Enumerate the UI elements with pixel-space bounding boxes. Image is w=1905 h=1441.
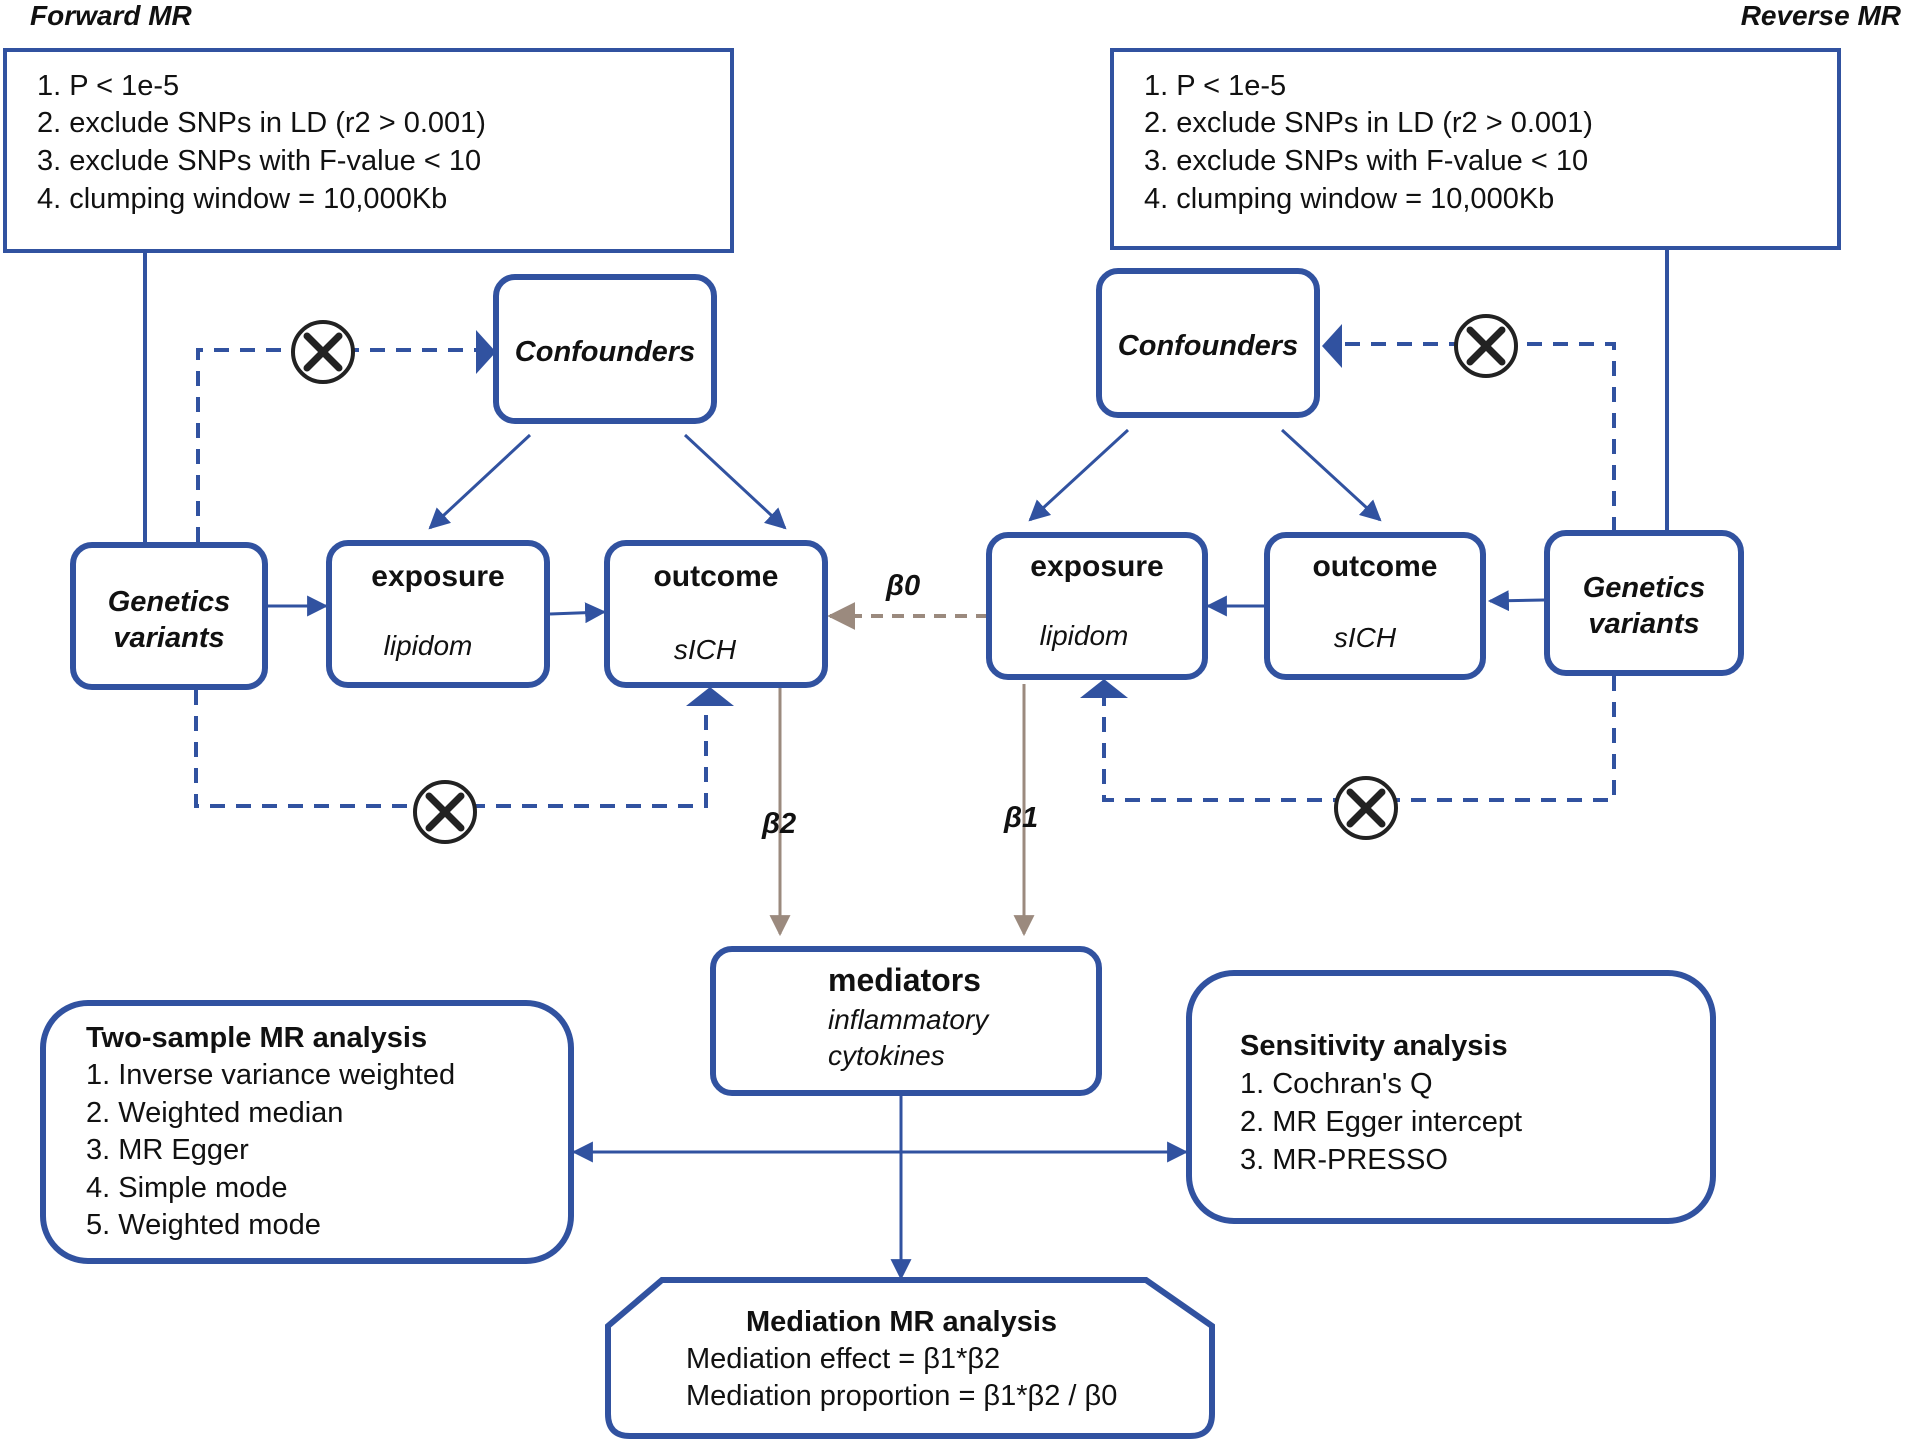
arrow-confounders-to-exposure-rev — [1028, 428, 1130, 522]
dashed-genetics-to-confounders-fwd — [196, 348, 490, 542]
arrow-genetics-to-outcome-rev — [1487, 590, 1545, 612]
mediation-mr-box: Mediation MR analysis Mediation effect =… — [608, 1280, 1212, 1436]
criteria-item: 4. clumping window = 10,000Kb — [1144, 183, 1555, 215]
mediators-node: mediators inflammatory cytokines — [710, 946, 1102, 1096]
outcome-node-reverse: outcome sICH — [1264, 532, 1486, 680]
arrow-confounders-to-exposure-fwd — [428, 433, 532, 530]
criteria-item: 3. exclude SNPs with F-value < 10 — [37, 145, 482, 177]
exposure-title: exposure — [371, 560, 505, 593]
two-sample-mr-box: Two-sample MR analysis 1. Inverse varian… — [40, 1000, 574, 1264]
mediation-item: Mediation proportion = β1*β2 / β0 — [686, 1380, 1118, 1412]
sensitivity-title: Sensitivity analysis — [1240, 1030, 1508, 1062]
outcome-sub: sICH — [1333, 622, 1397, 653]
blocked-path-icon — [291, 320, 355, 384]
confounders-node-reverse: Confounders — [1096, 268, 1320, 418]
mediators-title: mediators — [828, 962, 981, 998]
genetics-label-line2: variants — [1588, 608, 1700, 640]
arrowhead-exposure-rev — [1080, 679, 1128, 698]
genetics-label-line1: Genetics — [107, 586, 231, 618]
criteria-item: 2. exclude SNPs in LD (r2 > 0.001) — [1144, 107, 1593, 139]
mediation-box-shape — [605, 1277, 1215, 1439]
confounders-node-forward: Confounders — [493, 274, 717, 424]
exposure-node-forward: exposure lipidom — [326, 540, 550, 688]
dashed-genetics-to-confounders-rev — [1330, 342, 1616, 532]
genetics-label-line1: Genetics — [1582, 572, 1706, 604]
blocked-path-icon — [413, 780, 477, 844]
sensitivity-analysis-box: Sensitivity analysis 1. Cochran's Q 2. M… — [1186, 970, 1716, 1224]
genetics-label-line2: variants — [113, 622, 225, 654]
beta1-label: β1 — [1004, 802, 1039, 834]
exposure-sub: lipidom — [1039, 620, 1129, 651]
sensitivity-item: 2. MR Egger intercept — [1240, 1106, 1523, 1138]
outcome-sub: sICH — [673, 634, 737, 665]
arrowhead-confounders-fwd — [476, 330, 496, 374]
mediators-sub2: cytokines — [828, 1040, 945, 1071]
forward-mr-header: Forward MR — [30, 0, 192, 31]
arrow-confounders-to-outcome-fwd — [683, 433, 787, 530]
confounders-label: Confounders — [514, 336, 696, 368]
two-sample-title: Two-sample MR analysis — [86, 1022, 428, 1054]
mediators-sub1: inflammatory — [828, 1004, 989, 1035]
sensitivity-item: 1. Cochran's Q — [1240, 1068, 1433, 1100]
exposure-title: exposure — [1030, 550, 1164, 583]
arrowhead-confounders-rev — [1322, 324, 1342, 368]
criteria-item: 4. clumping window = 10,000Kb — [37, 183, 448, 215]
exposure-node-reverse: exposure lipidom — [986, 532, 1208, 680]
blocked-path-icon — [1334, 776, 1398, 840]
reverse-criteria-box: 1. P < 1e-5 2. exclude SNPs in LD (r2 > … — [1110, 48, 1841, 250]
criteria-item: 1. P < 1e-5 — [1144, 70, 1287, 102]
criteria-item: 3. exclude SNPs with F-value < 10 — [1144, 145, 1589, 177]
outcome-node-forward: outcome sICH — [604, 540, 828, 688]
two-sample-item: 1. Inverse variance weighted — [86, 1059, 456, 1091]
two-sample-item: 4. Simple mode — [86, 1172, 288, 1204]
mediation-item: Mediation effect = β1*β2 — [686, 1343, 1001, 1375]
outcome-title: outcome — [1312, 550, 1438, 583]
criteria-item: 1. P < 1e-5 — [37, 70, 180, 102]
reverse-mr-header: Reverse MR — [1740, 0, 1901, 31]
arrowhead-outcome-fwd — [686, 687, 734, 706]
confounders-label: Confounders — [1117, 330, 1299, 362]
two-sample-item: 3. MR Egger — [86, 1134, 249, 1166]
beta0-label: β0 — [886, 570, 921, 602]
forward-criteria-box: 1. P < 1e-5 2. exclude SNPs in LD (r2 > … — [3, 48, 734, 253]
blocked-path-icon — [1454, 314, 1518, 378]
arrow-exposure-to-outcome-fwd — [549, 602, 607, 624]
exposure-sub: lipidom — [383, 630, 473, 661]
genetics-variants-node-reverse: Genetics variants — [1544, 530, 1744, 676]
genetics-variants-node-forward: Genetics variants — [70, 542, 268, 690]
two-sample-item: 2. Weighted median — [86, 1097, 344, 1129]
mediation-title: Mediation MR analysis — [746, 1306, 1058, 1338]
beta2-label: β2 — [762, 808, 797, 840]
two-sample-item: 5. Weighted mode — [86, 1209, 321, 1241]
sensitivity-item: 3. MR-PRESSO — [1240, 1144, 1448, 1176]
arrow-confounders-to-outcome-rev — [1280, 428, 1382, 522]
criteria-item: 2. exclude SNPs in LD (r2 > 0.001) — [37, 107, 486, 139]
outcome-title: outcome — [653, 560, 779, 593]
